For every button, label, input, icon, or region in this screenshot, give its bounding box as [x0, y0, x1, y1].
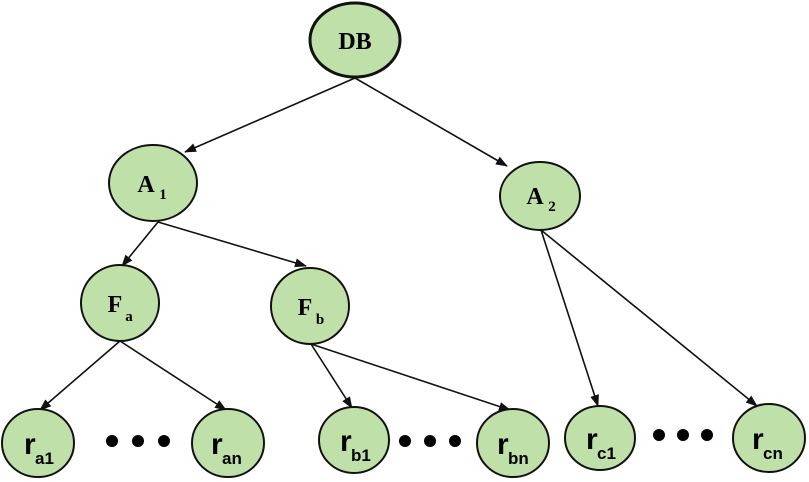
node-rb1-sub: b1: [351, 446, 371, 465]
node-a1-sub: 1: [159, 187, 167, 203]
ellipsis-dots-b: [399, 435, 461, 447]
edge-fb-rb1: [310, 343, 353, 409]
node-a1-label: A: [137, 172, 155, 198]
edge-a1-fb: [157, 221, 307, 268]
node-fa: F a: [80, 264, 160, 342]
node-fa-label: F: [108, 292, 123, 318]
node-rbn: r bn: [476, 408, 550, 478]
node-fb: F b: [270, 267, 350, 345]
node-rc1: r c1: [564, 405, 636, 471]
node-a1: A 1: [108, 144, 198, 222]
edges: [39, 77, 758, 411]
edge-fa-ra1: [39, 340, 121, 411]
node-ra1: r a1: [1, 408, 75, 478]
node-db: DB: [308, 1, 402, 79]
edge-a2-rc1: [540, 229, 599, 407]
edge-a1-fa: [121, 221, 159, 267]
node-db-label: DB: [338, 29, 371, 55]
node-a2-sub: 2: [548, 199, 556, 215]
node-ran-sub: an: [222, 449, 242, 468]
node-rbn-sub: bn: [508, 449, 529, 468]
node-fb-label: F: [298, 295, 313, 321]
node-rcn-label: r: [752, 423, 764, 456]
node-ra1-label: r: [24, 428, 36, 461]
node-rc1-label: r: [586, 423, 598, 456]
node-rcn-sub: cn: [763, 444, 783, 463]
edge-fa-ran: [119, 340, 227, 411]
node-rb1: r b1: [318, 406, 390, 474]
ellipsis-dots-c: [653, 429, 713, 441]
edge-fb-rbn: [310, 343, 511, 411]
node-a2-label: A: [526, 184, 544, 210]
node-a2: A 2: [499, 161, 581, 231]
edge-db-a1: [184, 77, 356, 153]
ellipsis-dots-a: [106, 435, 170, 447]
node-rc1-sub: c1: [597, 444, 616, 463]
node-ra1-sub: a1: [35, 449, 54, 468]
node-rcn: r cn: [732, 403, 806, 473]
edge-db-a2: [354, 77, 508, 167]
edge-a2-rcn: [540, 229, 758, 407]
node-rb1-label: r: [340, 425, 352, 458]
node-ran: r an: [191, 408, 265, 478]
node-rbn-label: r: [497, 428, 509, 461]
node-fa-sub: a: [125, 309, 133, 325]
node-ran-label: r: [211, 428, 223, 461]
node-fb-sub: b: [316, 312, 324, 328]
